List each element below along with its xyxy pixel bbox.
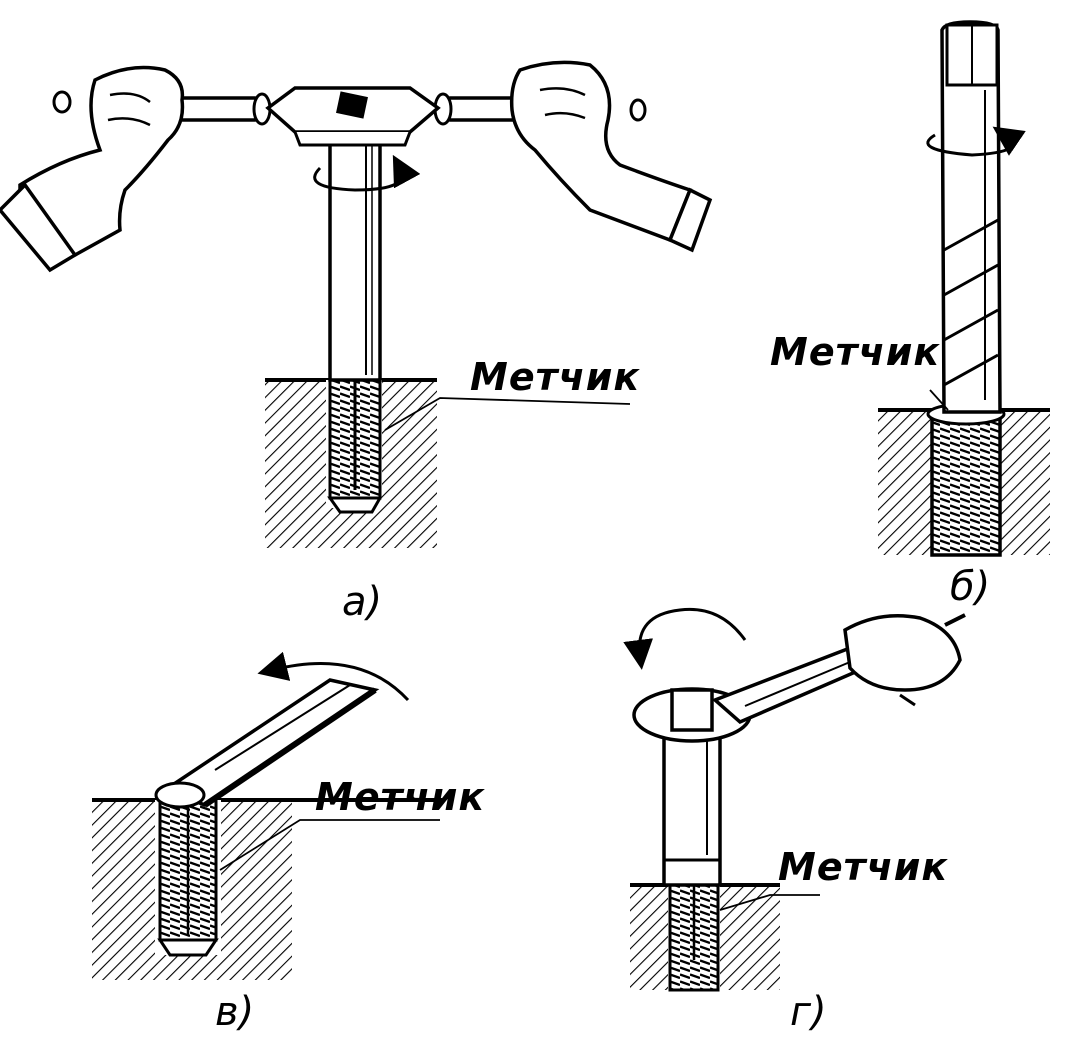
caption-a: а) bbox=[342, 579, 382, 625]
panel-a: Метчик а) bbox=[0, 60, 713, 625]
tap-b bbox=[940, 20, 1002, 414]
rotation-arrow-v bbox=[257, 651, 410, 702]
tap-g bbox=[662, 733, 722, 992]
left-hand-a bbox=[0, 65, 185, 273]
callout-label-b: Метчик bbox=[770, 330, 940, 374]
panel-g: Метчик г) bbox=[623, 607, 966, 1035]
tap-wrench-a bbox=[168, 86, 532, 147]
tap-a bbox=[327, 138, 383, 514]
panel-v: Метчик в) bbox=[92, 651, 485, 1035]
rotation-arrow-g bbox=[623, 607, 747, 670]
leader-line-a bbox=[384, 397, 631, 431]
right-hand-a bbox=[509, 60, 713, 253]
leader-line-b bbox=[929, 389, 949, 411]
wrench-bar-v bbox=[154, 678, 380, 809]
adjustable-wrench-g bbox=[632, 645, 863, 743]
leader-line-g bbox=[719, 894, 820, 911]
workpiece-v bbox=[92, 798, 442, 980]
callout-label-v: Метчик bbox=[315, 775, 485, 819]
tap-v bbox=[157, 798, 219, 957]
rotation-arrow-a bbox=[313, 154, 421, 192]
caption-g: г) bbox=[790, 989, 827, 1035]
panel-b: Метчик б) bbox=[770, 20, 1050, 610]
leader-line-v bbox=[219, 819, 440, 871]
hand-g bbox=[843, 613, 966, 707]
caption-b: б) bbox=[950, 564, 990, 610]
callout-label-a: Метчик bbox=[470, 355, 640, 399]
workpiece-b bbox=[878, 402, 1050, 557]
caption-v: в) bbox=[215, 989, 254, 1035]
callout-label-g: Метчик bbox=[778, 845, 948, 889]
rotation-arrow-b bbox=[926, 126, 1026, 157]
